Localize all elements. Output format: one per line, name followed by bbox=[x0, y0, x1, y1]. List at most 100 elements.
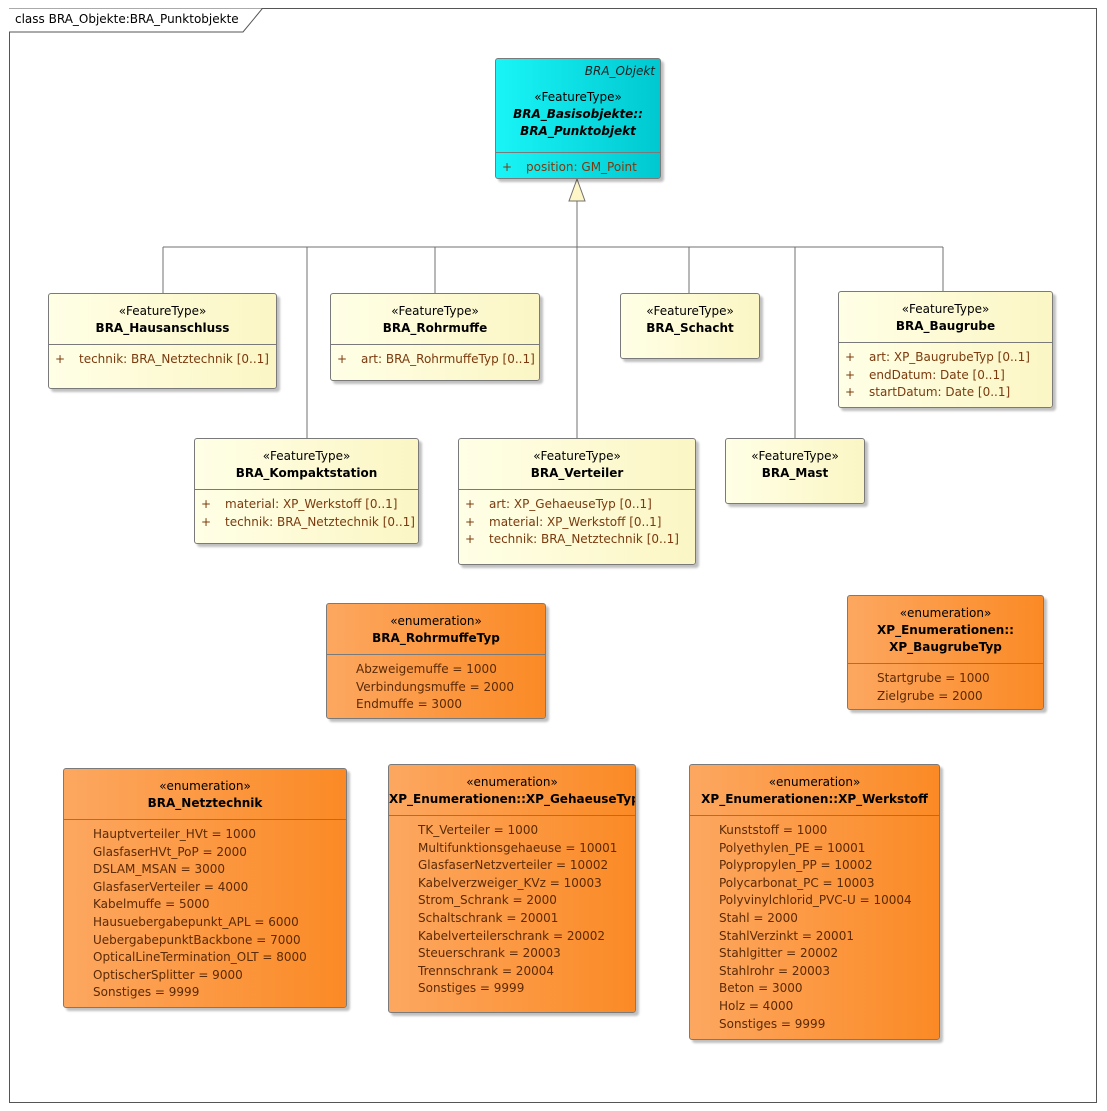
attribute-row: +startDatum: Date [0..1] bbox=[845, 385, 1011, 400]
stereotype: «FeatureType» bbox=[533, 449, 621, 463]
diagram-frame bbox=[9, 8, 1097, 1103]
class-bra-mast[interactable]: «FeatureType» BRA_Mast bbox=[725, 438, 865, 504]
enum-literal: Sonstiges = 9999 bbox=[93, 985, 200, 1000]
attribute-row: +art: XP_GehaeuseTyp [0..1] bbox=[465, 497, 652, 511]
literal-compartment: Kunststoff = 1000 Polyethylen_PE = 10001… bbox=[690, 815, 939, 1033]
stereotype: «FeatureType» bbox=[534, 90, 622, 104]
class-name: BRA_Baugrube bbox=[895, 319, 996, 333]
class-name: BRA_Rohrmuffe bbox=[382, 321, 488, 335]
enum-literal: Polyvinylchlorid_PVC-U = 10004 bbox=[719, 893, 912, 908]
enum-xp-gehaeusetyp[interactable]: «enumeration» XP_Enumerationen::XP_Gehae… bbox=[388, 764, 636, 1013]
enum-literal: Hausuebergabepunkt_APL = 6000 bbox=[93, 914, 299, 929]
class-name: BRA_Verteiler bbox=[530, 466, 624, 480]
stereotype: «enumeration» bbox=[768, 775, 861, 789]
enum-name: BRA_Netztechnik bbox=[147, 796, 263, 810]
enum-name: XP_Enumerationen::XP_GehaeuseTyp bbox=[389, 792, 636, 806]
stereotype: «FeatureType» bbox=[751, 449, 839, 463]
enum-literal: Trennschrank = 20004 bbox=[418, 963, 554, 978]
enum-literal: UebergabepunktBackbone = 7000 bbox=[93, 932, 301, 947]
enum-literal: Polyethylen_PE = 10001 bbox=[719, 840, 866, 855]
class-bra-punktobjekt[interactable]: BRA_Objekt «FeatureType» BRA_Basisobjekt… bbox=[495, 58, 661, 179]
enum-literal: Abzweigemuffe = 1000 bbox=[356, 662, 497, 676]
enum-literal: Stahlrohr = 20003 bbox=[719, 963, 831, 978]
class-name-line2: BRA_Punktobjekt bbox=[520, 124, 636, 138]
class-name-line1: BRA_Basisobjekte:: bbox=[513, 107, 643, 121]
class-bra-baugrube[interactable]: «FeatureType» BRA_Baugrube +art: XP_Baug… bbox=[838, 291, 1053, 408]
class-name: BRA_Schacht bbox=[646, 321, 734, 335]
stereotype: «FeatureType» bbox=[262, 449, 351, 463]
enum-literal: Strom_Schrank = 2000 bbox=[418, 893, 557, 908]
enum-literal: Endmuffe = 3000 bbox=[356, 697, 462, 712]
enum-name-line1: XP_Enumerationen:: bbox=[877, 623, 1014, 637]
enum-literal: Kabelmuffe = 5000 bbox=[93, 897, 210, 912]
enum-bra-netztechnik[interactable]: «enumeration» BRA_Netztechnik Hauptverte… bbox=[63, 768, 347, 1008]
stereotype: «enumeration» bbox=[390, 614, 482, 628]
enum-bra-rohrmuffetyp[interactable]: «enumeration» BRA_RohrmuffeTyp Abzweigem… bbox=[326, 603, 546, 719]
enum-literal: Polycarbonat_PC = 10003 bbox=[719, 875, 875, 890]
attribute-row: +art: XP_BaugrubeTyp [0..1] bbox=[845, 350, 1030, 364]
class-bra-kompaktstation[interactable]: «FeatureType» BRA_Kompaktstation +materi… bbox=[194, 438, 419, 544]
attribute-compartment: +art: BRA_RohrmuffeTyp [0..1] bbox=[331, 344, 539, 369]
stereotype: «FeatureType» bbox=[118, 304, 207, 318]
literal-compartment: Hauptverteiler_HVt = 1000 GlasfaserHVt_P… bbox=[64, 819, 346, 1002]
class-name: BRA_Kompaktstation bbox=[235, 466, 378, 480]
enum-name-line2: XP_BaugrubeTyp bbox=[889, 640, 1002, 654]
enum-literal: OptischerSplitter = 9000 bbox=[93, 967, 243, 982]
enum-literal: StahlVerzinkt = 20001 bbox=[719, 928, 854, 943]
enum-literal: Zielgrube = 2000 bbox=[877, 688, 983, 703]
enum-name: XP_Enumerationen::XP_Werkstoff bbox=[701, 792, 928, 806]
attribute-row: +material: XP_Werkstoff [0..1] bbox=[465, 514, 662, 529]
enum-literal: Sonstiges = 9999 bbox=[719, 1016, 826, 1031]
enum-literal: OpticalLineTermination_OLT = 8000 bbox=[93, 950, 307, 965]
enum-literal: Sonstiges = 9999 bbox=[418, 981, 525, 996]
enum-name: BRA_RohrmuffeTyp bbox=[372, 631, 500, 645]
enum-literal: Stahl = 2000 bbox=[719, 910, 798, 925]
class-bra-verteiler[interactable]: «FeatureType» BRA_Verteiler +art: XP_Geh… bbox=[458, 438, 696, 565]
stereotype: «enumeration» bbox=[466, 775, 558, 789]
enum-literal: GlasfaserVerteiler = 4000 bbox=[93, 879, 249, 894]
class-bra-rohrmuffe[interactable]: «FeatureType» BRA_Rohrmuffe +art: BRA_Ro… bbox=[330, 293, 540, 381]
class-bra-hausanschluss[interactable]: «FeatureType» BRA_Hausanschluss +technik… bbox=[48, 293, 277, 389]
enum-literal: Holz = 4000 bbox=[719, 998, 794, 1013]
parent-class-name: BRA_Objekt bbox=[584, 64, 655, 78]
enum-literal: Kunststoff = 1000 bbox=[719, 823, 828, 837]
title-tab-shape bbox=[9, 8, 263, 33]
enum-literal: Polypropylen_PP = 10002 bbox=[719, 858, 873, 873]
literal-compartment: Abzweigemuffe = 1000 Verbindungsmuffe = … bbox=[327, 654, 545, 714]
attribute-row: +art: BRA_RohrmuffeTyp [0..1] bbox=[337, 352, 535, 366]
enum-literal: Beton = 3000 bbox=[719, 981, 803, 996]
enum-literal: GlasfaserNetzverteiler = 10002 bbox=[418, 858, 609, 873]
attribute-compartment: +position: GM_Point bbox=[496, 152, 660, 177]
class-bra-schacht[interactable]: «FeatureType» BRA_Schacht bbox=[620, 293, 760, 359]
class-name: BRA_Hausanschluss bbox=[95, 321, 230, 335]
stereotype: «FeatureType» bbox=[646, 304, 734, 318]
enum-literal: Hauptverteiler_HVt = 1000 bbox=[93, 827, 256, 841]
frame-title: class BRA_Objekte:BRA_Punktobjekte bbox=[15, 12, 239, 26]
enum-literal: TK_Verteiler = 1000 bbox=[418, 823, 539, 837]
attribute-compartment: +art: XP_BaugrubeTyp [0..1] +endDatum: D… bbox=[839, 342, 1052, 402]
attribute-row: +technik: BRA_Netztechnik [0..1] bbox=[465, 532, 679, 547]
enum-xp-werkstoff[interactable]: «enumeration» XP_Enumerationen::XP_Werks… bbox=[689, 764, 940, 1040]
attribute-compartment: +technik: BRA_Netztechnik [0..1] bbox=[49, 344, 276, 369]
enum-literal: Stahlgitter = 20002 bbox=[719, 946, 839, 961]
enum-literal: GlasfaserHVt_PoP = 2000 bbox=[93, 844, 247, 859]
stereotype: «enumeration» bbox=[899, 606, 992, 620]
class-name: BRA_Mast bbox=[761, 466, 829, 480]
attribute-row: +position: GM_Point bbox=[502, 160, 637, 174]
enum-literal: Kabelverteilerschrank = 20002 bbox=[418, 928, 605, 943]
enum-literal: Multifunktionsgehaeuse = 10001 bbox=[418, 840, 618, 855]
stereotype: «FeatureType» bbox=[901, 302, 990, 316]
attribute-compartment: +material: XP_Werkstoff [0..1] +technik:… bbox=[195, 489, 418, 531]
enum-literal: Verbindungsmuffe = 2000 bbox=[356, 679, 515, 694]
attribute-row: +material: XP_Werkstoff [0..1] bbox=[201, 497, 398, 511]
attribute-compartment: +art: XP_GehaeuseTyp [0..1] +material: X… bbox=[459, 489, 695, 549]
generalization-arrowhead bbox=[568, 177, 586, 202]
enum-literal: Startgrube = 1000 bbox=[877, 671, 990, 685]
stereotype: «enumeration» bbox=[159, 779, 251, 793]
attribute-row: +technik: BRA_Netztechnik [0..1] bbox=[55, 352, 269, 366]
literal-compartment: Startgrube = 1000 Zielgrube = 2000 bbox=[848, 663, 1043, 705]
enum-literal: DSLAM_MSAN = 3000 bbox=[93, 862, 225, 877]
attribute-row: +technik: BRA_Netztechnik [0..1] bbox=[201, 514, 415, 529]
enum-xp-baugrubetyp[interactable]: «enumeration» XP_Enumerationen:: XP_Baug… bbox=[847, 595, 1044, 710]
